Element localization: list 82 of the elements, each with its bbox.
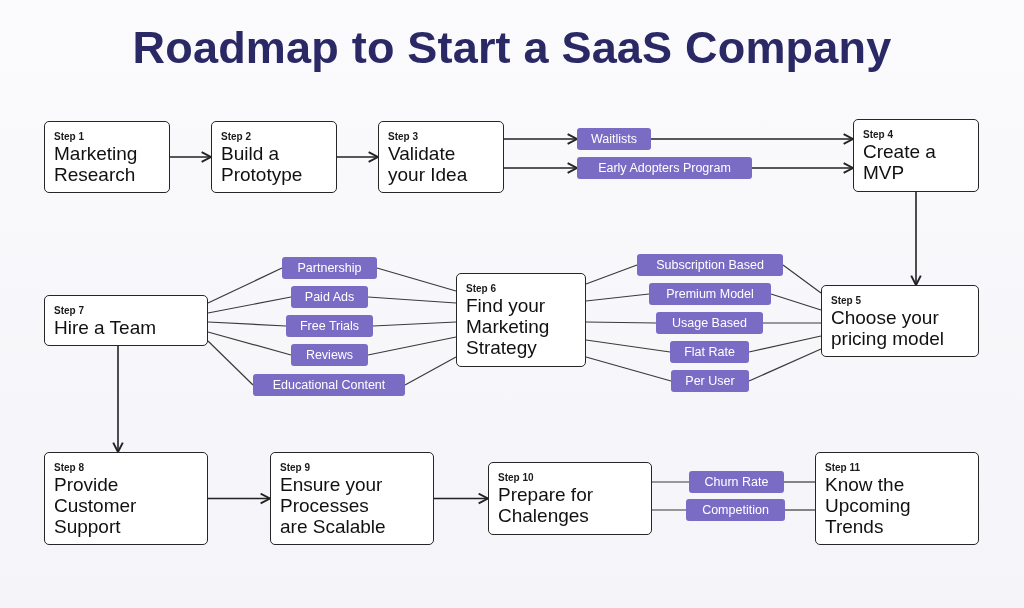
- step-box: [44, 452, 208, 545]
- step-number: Step 8: [54, 461, 84, 474]
- step-title: Build a Prototype: [221, 143, 304, 185]
- connector-line: [585, 356, 672, 382]
- connector-line: [784, 509, 816, 511]
- option-tag: Paid Ads: [291, 286, 368, 308]
- option-tag: Competition: [686, 499, 785, 521]
- connector-line: [748, 335, 822, 353]
- connector-line: [207, 321, 287, 327]
- connector-line: [367, 296, 457, 304]
- step-box: [853, 119, 979, 192]
- connector-line: [783, 481, 816, 483]
- step-number: Step 5: [831, 294, 861, 307]
- step-title: Hire a Team: [54, 317, 158, 338]
- step-title: Ensure your Processes are Scalable: [280, 474, 387, 537]
- step-title: Choose your pricing model: [831, 307, 945, 349]
- step-title: Provide Customer Support: [54, 474, 138, 537]
- connector-line: [207, 331, 292, 356]
- step-box: [456, 273, 586, 367]
- connector-line: [651, 481, 690, 483]
- option-tag: Subscription Based: [637, 254, 783, 276]
- arrow: [910, 191, 922, 286]
- step-box: [211, 121, 337, 193]
- step-number: Step 6: [466, 282, 496, 295]
- connector-line: [207, 267, 283, 304]
- option-tag: Waitlists: [577, 128, 651, 150]
- connector-line: [404, 356, 457, 386]
- step-box: [821, 285, 979, 357]
- option-tag: Partnership: [282, 257, 377, 279]
- connector-line: [367, 336, 457, 356]
- option-tag: Per User: [671, 370, 749, 392]
- connector-line: [748, 348, 822, 382]
- option-tag: Flat Rate: [670, 341, 749, 363]
- connector-line: [585, 321, 657, 324]
- step-box: [44, 121, 170, 193]
- arrow: [207, 492, 271, 505]
- connector-line: [585, 339, 671, 353]
- connector-line: [782, 264, 822, 294]
- option-tag: Premium Model: [649, 283, 771, 305]
- connector-line: [207, 340, 254, 386]
- diagram-title: Roadmap to Start a SaaS Company: [131, 21, 893, 75]
- step-title: Find your Marketing Strategy: [466, 295, 551, 358]
- step-number: Step 3: [388, 130, 418, 143]
- step-box: [815, 452, 979, 545]
- connector-line: [372, 321, 457, 327]
- step-box: [270, 452, 434, 545]
- step-number: Step 2: [221, 130, 251, 143]
- option-tag: Usage Based: [656, 312, 763, 334]
- option-tag: Early Adopters Program: [577, 157, 752, 179]
- connector-line: [585, 264, 638, 285]
- connector-line: [207, 296, 292, 314]
- step-number: Step 1: [54, 130, 84, 143]
- step-title: Create a MVP: [863, 141, 937, 183]
- step-title: Marketing Research: [54, 143, 139, 185]
- arrow: [650, 133, 854, 145]
- step-number: Step 10: [498, 471, 534, 484]
- arrow: [503, 133, 578, 145]
- step-box: [488, 462, 652, 535]
- option-tag: Free Trials: [286, 315, 373, 337]
- arrow: [433, 492, 489, 505]
- arrow: [336, 151, 379, 163]
- option-tag: Churn Rate: [689, 471, 784, 493]
- step-box: [378, 121, 504, 193]
- connector-line: [651, 509, 687, 511]
- step-number: Step 9: [280, 461, 310, 474]
- step-number: Step 11: [825, 461, 861, 474]
- step-title: Prepare for Chalenges: [498, 484, 595, 526]
- arrow: [503, 162, 578, 174]
- step-number: Step 7: [54, 304, 84, 317]
- connector-line: [762, 322, 822, 324]
- arrow: [751, 162, 854, 174]
- step-title: Validate your Idea: [388, 143, 469, 185]
- option-tag: Reviews: [291, 344, 368, 366]
- option-tag: Educational Content: [253, 374, 405, 396]
- step-number: Step 4: [863, 128, 893, 141]
- step-title: Know the Upcoming Trends: [825, 474, 912, 537]
- connector-line: [585, 293, 650, 302]
- connector-line: [770, 293, 822, 311]
- arrow: [169, 151, 212, 163]
- step-box: [44, 295, 208, 346]
- connector-line: [376, 267, 457, 292]
- arrow: [112, 345, 124, 453]
